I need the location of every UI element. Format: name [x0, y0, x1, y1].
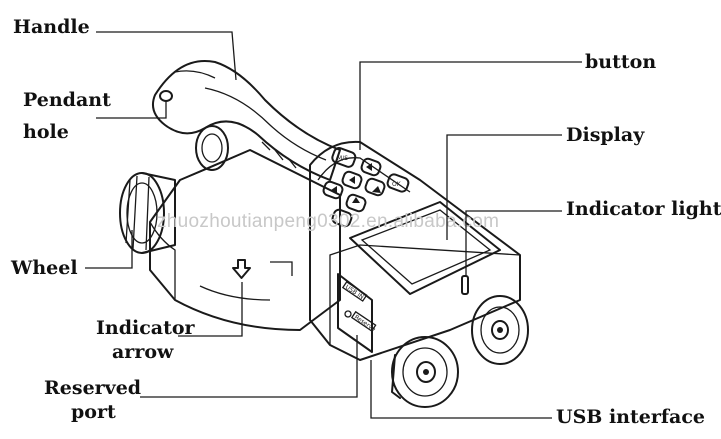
- label-indicator-light: Indicator light: [566, 198, 721, 220]
- wheel-front-left: [391, 336, 459, 408]
- keypad-button-ms-label: M/S: [337, 155, 348, 162]
- label-reserved-port-line2: port: [71, 401, 116, 423]
- reserved-port: [350, 310, 377, 332]
- label-handle: Handle: [13, 16, 90, 38]
- label-pendant-hole-line1: Pendant: [23, 89, 111, 111]
- callout-labels: Handle Pendant hole Wheel Indicator arro…: [10, 16, 721, 428]
- device-body: [149, 149, 341, 331]
- display-screen: [349, 201, 501, 295]
- label-display: Display: [566, 124, 645, 146]
- usb-port: [341, 280, 368, 302]
- label-pendant-hole-line2: hole: [23, 121, 69, 143]
- wheel-back: [195, 125, 229, 171]
- label-indicator-arrow-line1: Indicator: [96, 317, 196, 339]
- label-reserved-port-line1: Reserved: [44, 377, 141, 399]
- wheel-front-right: [471, 295, 529, 365]
- keypad: M/S OK: [322, 147, 410, 228]
- indicator-arrow-feature: [232, 259, 251, 279]
- leader-lines: [85, 31, 582, 419]
- device-illustration: M/S OK USB IN: [119, 60, 529, 408]
- label-button: button: [585, 51, 656, 73]
- indicator-light-feature: [461, 275, 469, 295]
- watermark-text: zhuozhoutianpeng0302.en.alibaba.com: [157, 211, 499, 232]
- label-wheel: Wheel: [10, 257, 78, 279]
- keypad-button-ms: [331, 147, 357, 168]
- label-indicator-arrow-line2: arrow: [112, 341, 174, 363]
- pendant-hole-feature: [159, 90, 173, 102]
- label-usb-interface: USB interface: [556, 406, 705, 428]
- wheel-left: [119, 172, 176, 254]
- keypad-button-ok-label: OK: [392, 181, 402, 188]
